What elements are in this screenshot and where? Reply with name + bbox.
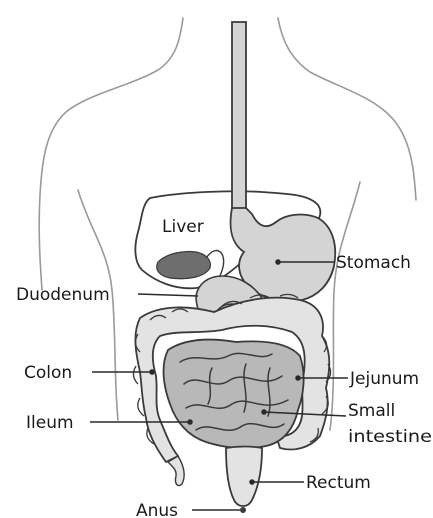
small-intestine [164,340,304,448]
jejunum-leader-dot [296,376,300,380]
colon-leader-dot [150,370,154,374]
label-colon: Colon [24,363,72,383]
label-liver: Liver [162,217,204,237]
rectum-leader-dot [250,480,254,484]
label-duodenum: Duodenum [16,285,110,305]
esophagus [232,22,246,215]
rectum [226,447,262,507]
appendix [168,456,184,486]
label-anus: Anus [136,501,178,518]
label-stomach: Stomach [336,253,411,273]
body-outline-left-torso [78,190,118,420]
ileum-leader-dot [188,420,192,424]
body-outline-right-torso [330,182,360,430]
label-rectum: Rectum [306,473,371,493]
label-small-intestine-line1: Small [348,401,395,421]
small-intestine-leader-dot [262,410,266,414]
duodenum-leader-line [138,294,198,296]
body-outline-right-neck [278,18,416,200]
anus [240,507,246,513]
label-jejunum: Jejunum [349,369,419,389]
stomach-leader-dot [276,260,280,264]
label-ileum: Ileum [26,413,74,433]
label-small-intestine-line2: intestine [348,427,432,447]
